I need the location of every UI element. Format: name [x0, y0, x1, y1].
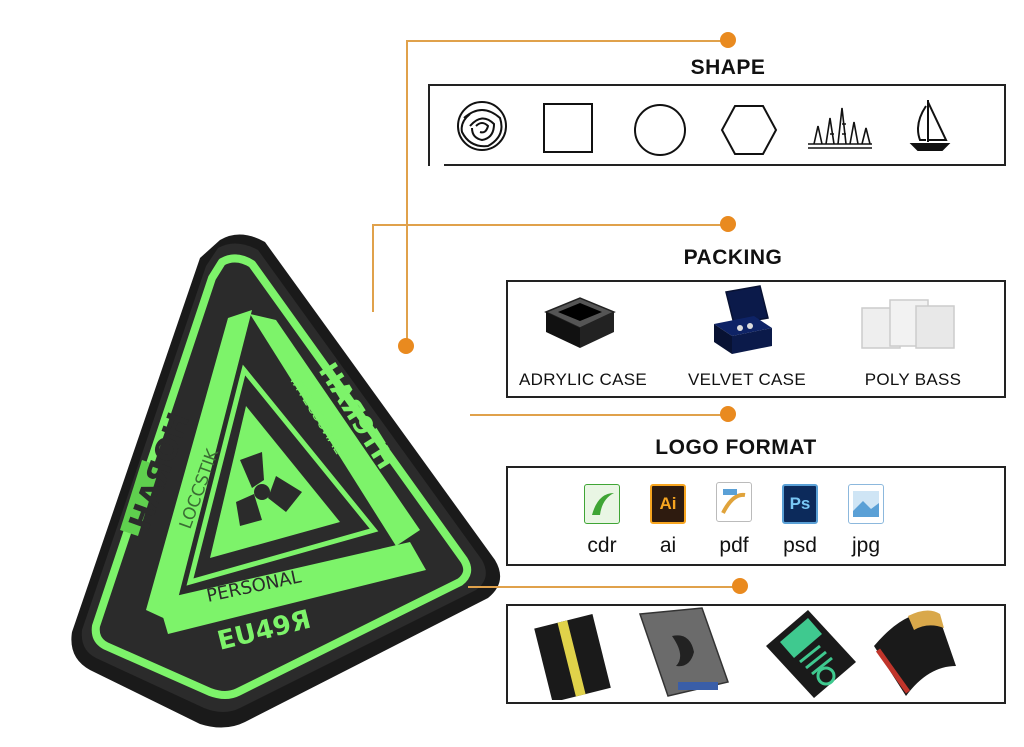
- shape-underline: [444, 164, 1006, 166]
- rose-icon: [457, 101, 507, 151]
- curved-patch-icon: [874, 610, 956, 696]
- connector-dot: [732, 578, 748, 594]
- sailboat-icon: [909, 100, 951, 151]
- rubber-patch: HAЯOH LOCCSTIK HAЯ9TH IЯTECSUИAL PERSONA…: [71, 234, 501, 728]
- format-label-jpg: jpg: [851, 534, 881, 557]
- format-label-cdr: cdr: [587, 534, 617, 557]
- logo-format-panel: [506, 466, 1006, 566]
- connector-line: [406, 40, 408, 340]
- pdf-icon: [716, 482, 752, 522]
- shape-title: SHAPE: [690, 56, 766, 79]
- velvet-case-icon: [714, 285, 772, 354]
- packing-label-velvet: VELVET CASE: [688, 370, 806, 389]
- shape-panel: [428, 84, 1006, 166]
- photoshop-icon: Ps: [782, 484, 818, 524]
- circle-icon: [634, 104, 686, 156]
- packing-label-poly: POLY BASS: [864, 370, 962, 389]
- connector-line: [470, 414, 724, 416]
- flag-patch-icon: [766, 610, 856, 698]
- grey-patch-icon: [638, 607, 729, 697]
- connector-dot: [720, 32, 736, 48]
- city-skyline-icon: [808, 107, 872, 149]
- format-label-psd: psd: [783, 534, 817, 557]
- black-yellow-patch-icon: [534, 614, 611, 700]
- format-label-pdf: pdf: [719, 534, 749, 557]
- hexagon-icon: [720, 105, 778, 155]
- connector-line: [372, 224, 374, 312]
- radiation-symbol-icon: [236, 452, 302, 526]
- acrylic-case-icon: [544, 297, 616, 348]
- square-icon: [543, 103, 593, 153]
- connector-line: [372, 224, 724, 226]
- connector-dot: [398, 338, 414, 354]
- connector-line: [406, 40, 726, 42]
- packing-label-acrylic: ADRYLIC CASE: [519, 370, 647, 389]
- connector-dot: [720, 216, 736, 232]
- packing-title: PACKING: [683, 246, 783, 269]
- format-label-ai: ai: [659, 534, 677, 557]
- connector-line: [468, 586, 738, 588]
- logo-format-title: LOGO FORMAT: [655, 436, 817, 459]
- connector-dot: [720, 406, 736, 422]
- illustrator-icon: Ai: [650, 484, 686, 524]
- jpg-icon: [848, 484, 884, 524]
- poly-bag-icon: [861, 299, 955, 349]
- coreldraw-icon: [584, 484, 620, 524]
